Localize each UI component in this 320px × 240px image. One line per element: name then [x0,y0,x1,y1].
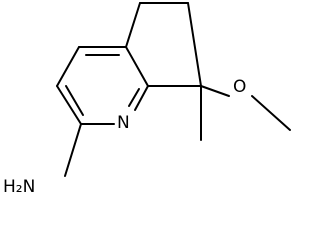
bond-layer [56,2,291,177]
bond-c2-c3 [56,85,82,125]
methoxy-oxygen-label: O [233,77,247,97]
bond-c4a-c5 [125,2,141,48]
bond-c2-nh2 [64,123,82,177]
bond-c6-c7 [187,2,202,87]
bond-c4a-c7a [125,46,149,87]
bond-c7a-n1 [134,85,149,111]
ring-nitrogen-label: N [117,113,130,133]
amine-label: H₂N [3,177,36,197]
bond-c7-o [200,85,230,97]
structure-canvas: N O H₂N [3,2,291,197]
bond-c7a-n1-inner [128,88,140,107]
bond-c3-c4 [56,46,80,87]
bond-c2-c3-inner [65,85,84,116]
bond-o-methyl [251,95,291,131]
